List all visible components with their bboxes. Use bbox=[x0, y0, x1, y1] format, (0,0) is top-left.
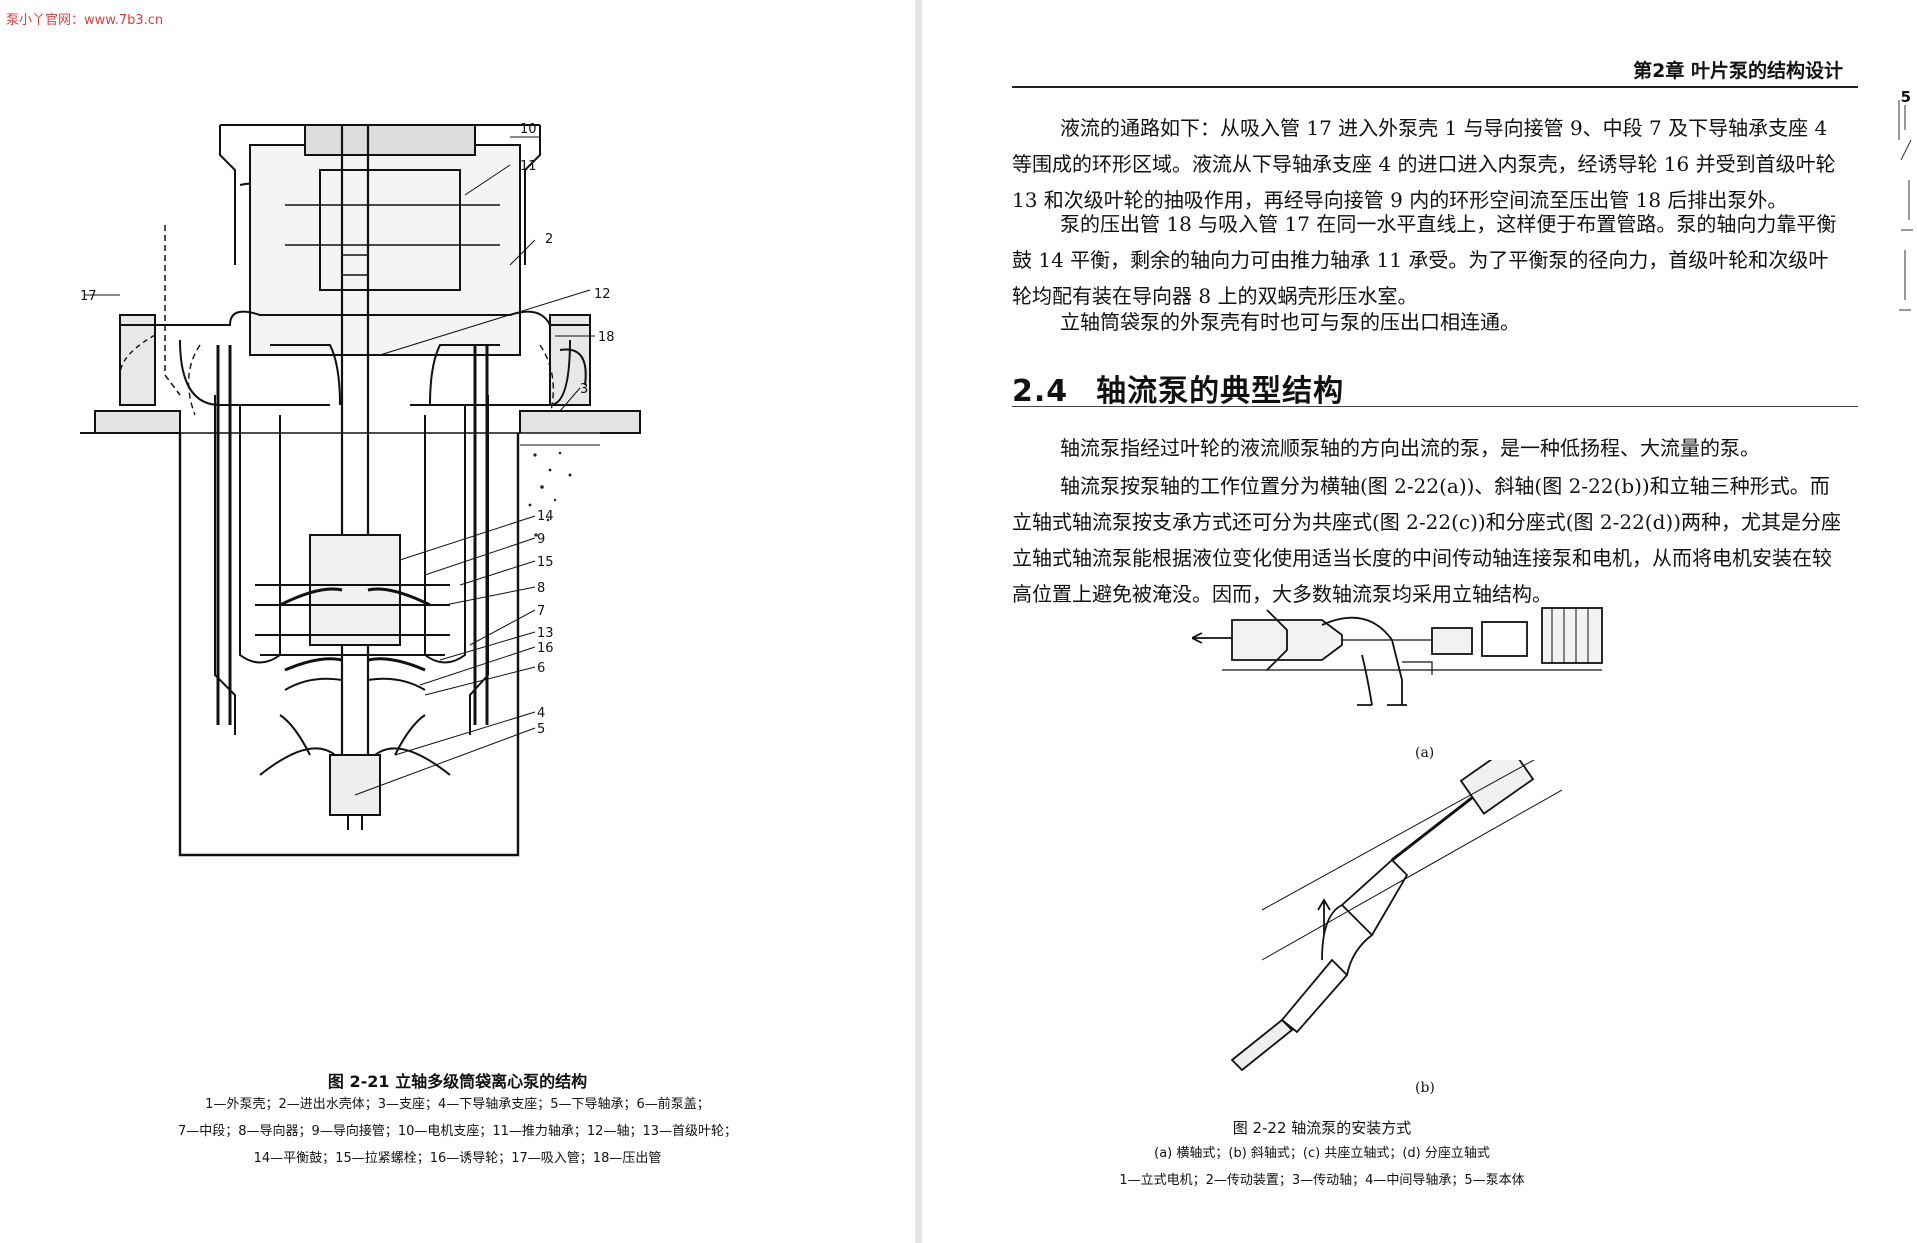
section-number: 2.4 bbox=[1012, 374, 1069, 409]
label-6: 6 bbox=[537, 661, 545, 676]
label-18: 18 bbox=[598, 330, 615, 345]
horizontal-axial-pump-drawing bbox=[1192, 607, 1603, 706]
label-9: 9 bbox=[537, 532, 545, 547]
label-15: 15 bbox=[537, 555, 554, 570]
label-2: 2 bbox=[545, 232, 553, 247]
label-5: 5 bbox=[537, 722, 545, 737]
left-page: 泵小丫官网：www.7b3.cn bbox=[0, 0, 915, 1243]
subfigure-label-b: (b) bbox=[1415, 1080, 1435, 1096]
inclined-axial-pump-drawing bbox=[1230, 760, 1562, 1072]
figure-caption-title: 图 2-21 立轴多级筒袋离心泵的结构 bbox=[327, 1072, 588, 1091]
label-16: 16 bbox=[537, 641, 554, 656]
paragraph: 液流的通路如下：从吸入管 17 进入外泵壳 1 与导向接管 9、中段 7 及下导… bbox=[1012, 116, 1836, 212]
label-11: 11 bbox=[520, 159, 537, 174]
watermark: 泵小丫官网：www.7b3.cn bbox=[6, 13, 164, 28]
section-title: 轴流泵的典型结构 bbox=[1096, 374, 1345, 409]
label-4: 4 bbox=[537, 706, 545, 721]
label-7: 7 bbox=[537, 604, 545, 619]
figure-legend-line: 14—平衡鼓；15—拉紧螺栓；16—诱导轮；17—吸入管；18—压出管 bbox=[253, 1151, 662, 1166]
label-14: 14 bbox=[537, 509, 554, 524]
label-17: 17 bbox=[80, 289, 97, 304]
figure-legend-line: 1—立式电机；2—传动装置；3—传动轴；4—中间导轴承；5—泵本体 bbox=[1119, 1173, 1525, 1188]
section-rule bbox=[1012, 406, 1858, 407]
subfigure-label-a: (a) bbox=[1415, 745, 1435, 761]
paragraph: 立轴筒袋泵的外泵壳有时也可与泵的压出口相连通。 bbox=[1060, 310, 1520, 334]
page-number: 5 bbox=[1900, 88, 1911, 106]
header-rule bbox=[1012, 86, 1858, 88]
figure-caption-title: 图 2-22 轴流泵的安装方式 bbox=[1232, 1119, 1412, 1137]
label-10: 10 bbox=[520, 122, 537, 137]
right-page: 第2章 叶片泵的结构设计 5 液流的通路如下：从吸入管 17 进入外泵壳 1 与… bbox=[922, 0, 1917, 1243]
label-8: 8 bbox=[537, 581, 545, 596]
figure-legend-line: 1—外泵壳；2—进出水壳体；3—支座；4—下导轴承支座；5—下导轴承；6—前泵盖… bbox=[205, 1097, 710, 1112]
section-heading: 2.4 轴流泵的典型结构 bbox=[1012, 366, 1344, 410]
figure-legend-line: (a) 横轴式；(b) 斜轴式；(c) 共座立轴式；(d) 分座立轴式 bbox=[1154, 1146, 1490, 1161]
label-13: 13 bbox=[537, 626, 554, 641]
label-12: 12 bbox=[594, 287, 611, 302]
running-header: 第2章 叶片泵的结构设计 bbox=[1633, 60, 1843, 82]
label-3: 3 bbox=[580, 382, 588, 397]
paragraph: 泵的压出管 18 与吸入管 17 在同一水平直线上，这样便于布置管路。泵的轴向力… bbox=[1012, 212, 1837, 308]
figure-legend-line: 7—中段；8—导向器；9—导向接管；10—电机支座；11—推力轴承；12—轴；1… bbox=[178, 1124, 737, 1139]
edge-scan-artifact bbox=[1898, 100, 1913, 311]
paragraph: 轴流泵指经过叶轮的液流顺泵轴的方向出流的泵，是一种低扬程、大流量的泵。 bbox=[1060, 436, 1760, 460]
pump-cross-section-drawing: 10 11 2 17 12 18 3 14 9 15 8 7 13 16 6 4… bbox=[80, 122, 641, 857]
paragraph: 轴流泵按泵轴的工作位置分为横轴(图 2-22(a))、斜轴(图 2-22(b))… bbox=[1012, 474, 1842, 606]
